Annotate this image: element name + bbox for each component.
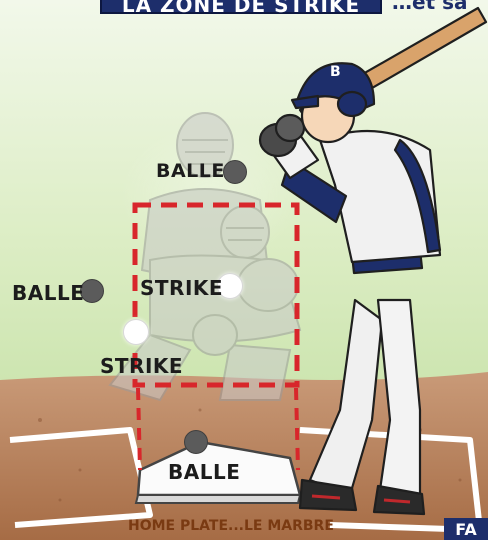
- label-balle-outside: BALLE: [12, 281, 84, 305]
- label-strike-inside: STRIKE: [140, 276, 223, 300]
- label-balle-high: BALLE: [156, 160, 225, 182]
- label-balle-plate: BALLE: [168, 460, 240, 484]
- home-plate-caption: HOME PLATE...LE MARBRE: [128, 518, 334, 534]
- label-strike-low: STRIKE: [100, 354, 183, 378]
- ball-high-marker: [223, 160, 247, 184]
- page-subtitle: …et sa: [392, 0, 468, 14]
- helmet-logo: B: [330, 64, 341, 80]
- publisher-badge: FA: [444, 518, 488, 540]
- page-title: LA ZONE DE STRIKE: [102, 0, 380, 17]
- strike-low-marker: [123, 319, 149, 345]
- title-banner: LA ZONE DE STRIKE: [100, 0, 382, 14]
- ball-plate-marker: [184, 430, 208, 454]
